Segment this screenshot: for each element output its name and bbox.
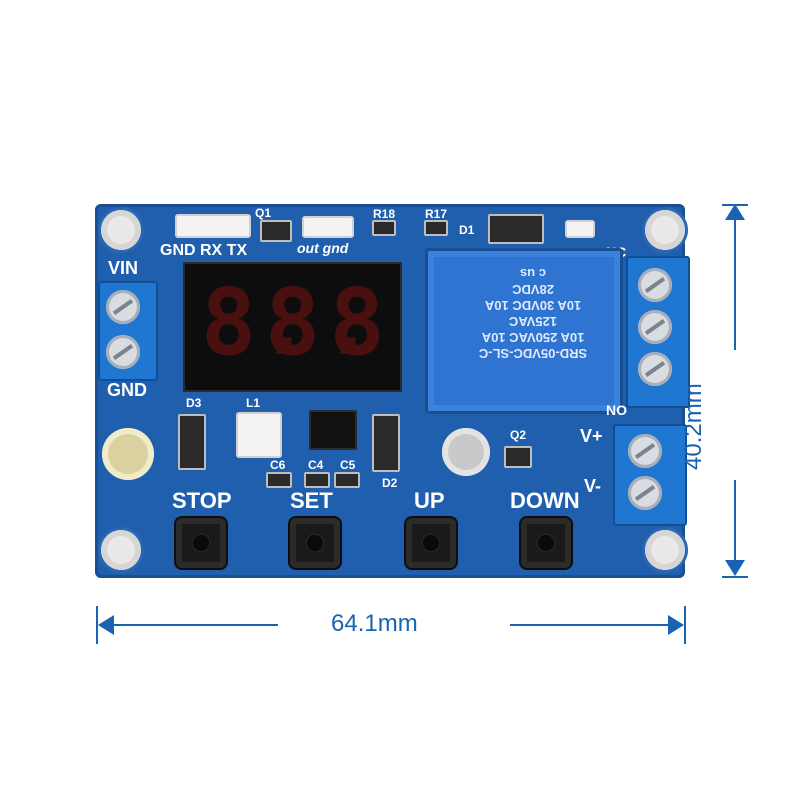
mounting-hole [101,210,141,250]
seven-segment-display: 8. 8. 8 [183,262,402,392]
l1-inductor [236,412,282,458]
q2-transistor [504,446,532,468]
relay: SRD-05VDC-SL-C 10A 250VAC 10A 125VAC 10A… [425,248,623,414]
q1-label: Q1 [255,206,272,220]
c6-capacitor [266,472,292,488]
up-label: UP [414,488,445,513]
electrolytic-capacitor [102,428,154,480]
dimension-line-horizontal [112,624,278,626]
digit-2: 8. [265,269,376,376]
terminal-screw [638,268,672,302]
relay-cert: c us [520,266,547,281]
terminal-screw [106,290,140,324]
down-button[interactable] [521,518,571,568]
dimension-arrow-left [98,615,114,635]
stop-button[interactable] [176,518,226,568]
dimension-tick [722,204,748,206]
dimension-arrow-up [725,204,745,220]
header-label: GND RX TX [160,242,248,259]
d3-diode [178,414,206,470]
terminal-screw [106,335,140,369]
q1-transistor [260,220,292,242]
c4-label: C4 [308,458,324,472]
dimension-arrow-down [725,560,745,576]
relay-rating-1: 10A 250VAC 10A 125VAC [481,314,585,345]
r18-resistor [372,220,396,236]
dimension-tick [96,606,98,644]
relay-model: SRD-05VDC-SL-C [478,346,588,361]
r17-resistor [424,220,448,236]
led-indicator [565,220,595,238]
dimension-line-vertical [734,480,736,562]
d1-label: D1 [459,223,475,237]
dimension-line-horizontal [510,624,670,626]
mounting-hole [645,210,685,250]
up-button[interactable] [406,518,456,568]
dimension-line-vertical [734,220,736,350]
d2-diode [372,414,400,472]
digit-1: 8. [201,269,312,376]
r17-label: R17 [425,207,448,221]
d3-label: D3 [186,396,202,410]
out-gnd-label: out gnd [297,240,349,256]
c5-label: C5 [340,458,356,472]
stop-label: STOP [172,488,232,513]
electrolytic-capacitor [442,428,490,476]
d1-diode [488,214,544,244]
uart-header [175,214,251,238]
down-label: DOWN [510,488,580,513]
vminus-label: V- [584,476,602,496]
q2-label: Q2 [510,428,527,442]
set-label: SET [290,488,333,513]
dimension-arrow-right [668,615,684,635]
mounting-hole [645,530,685,570]
ic-chip [309,410,357,450]
no-label: NO [606,402,627,418]
dimension-tick [722,576,748,578]
vplus-label: V+ [580,426,603,446]
gnd-label: GND [107,380,147,400]
mounting-hole [101,530,141,570]
relay-text: SRD-05VDC-SL-C 10A 250VAC 10A 125VAC 10A… [468,265,598,361]
width-dimension-text: 64.1mm [331,610,418,637]
out-header [302,216,354,238]
set-button[interactable] [290,518,340,568]
vin-label: VIN [108,258,139,278]
c5-capacitor [334,472,360,488]
d2-label: D2 [382,476,398,490]
r18-label: R18 [373,207,396,221]
relay-rating-2: 10A 30VDC 10A 28VDC [484,282,582,313]
terminal-screw [628,434,662,468]
digit-3: 8 [329,269,385,376]
l1-label: L1 [246,396,261,410]
terminal-screw [638,310,672,344]
terminal-screw [628,476,662,510]
height-dimension-text: 40.2mm [680,383,707,470]
terminal-screw [638,352,672,386]
c6-label: C6 [270,458,286,472]
c4-capacitor [304,472,330,488]
dimension-tick [684,606,686,644]
